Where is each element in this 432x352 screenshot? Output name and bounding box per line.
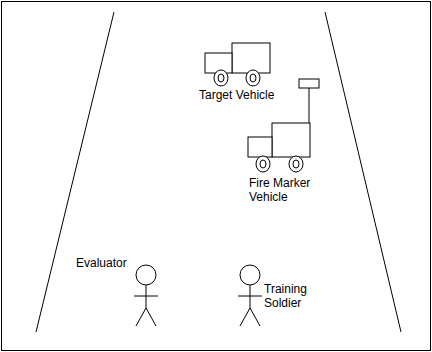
soldier-figure: [238, 265, 262, 326]
leg: [240, 308, 250, 326]
leg: [136, 308, 146, 326]
figure-label: Target Vehicle: [199, 88, 274, 102]
road-edge: [36, 12, 114, 332]
target-vehicle: [205, 43, 270, 86]
head: [240, 265, 260, 285]
figure-label: Training Soldier: [264, 282, 316, 310]
marker-pole: [309, 88, 310, 123]
wheel-hub: [250, 74, 256, 82]
leg: [250, 308, 260, 326]
arms: [238, 296, 262, 297]
road-edge: [325, 12, 401, 332]
evaluator-figure: [134, 265, 158, 326]
marker-flag: [299, 79, 319, 88]
wheel: [214, 70, 228, 86]
wheel-hub: [260, 160, 266, 168]
figure-label: Fire Marker Vehicle: [249, 176, 317, 204]
wheel-hub: [218, 74, 224, 82]
arms: [134, 296, 158, 297]
wheel-hub: [293, 160, 299, 168]
wheel: [256, 156, 270, 172]
wheel: [289, 156, 303, 172]
leg: [146, 308, 156, 326]
cargo-box: [232, 43, 270, 73]
truck-cab: [248, 137, 272, 157]
figure-label: Evaluator: [76, 256, 127, 270]
wheel: [246, 70, 260, 86]
head: [136, 265, 156, 285]
cargo-box: [272, 123, 310, 157]
